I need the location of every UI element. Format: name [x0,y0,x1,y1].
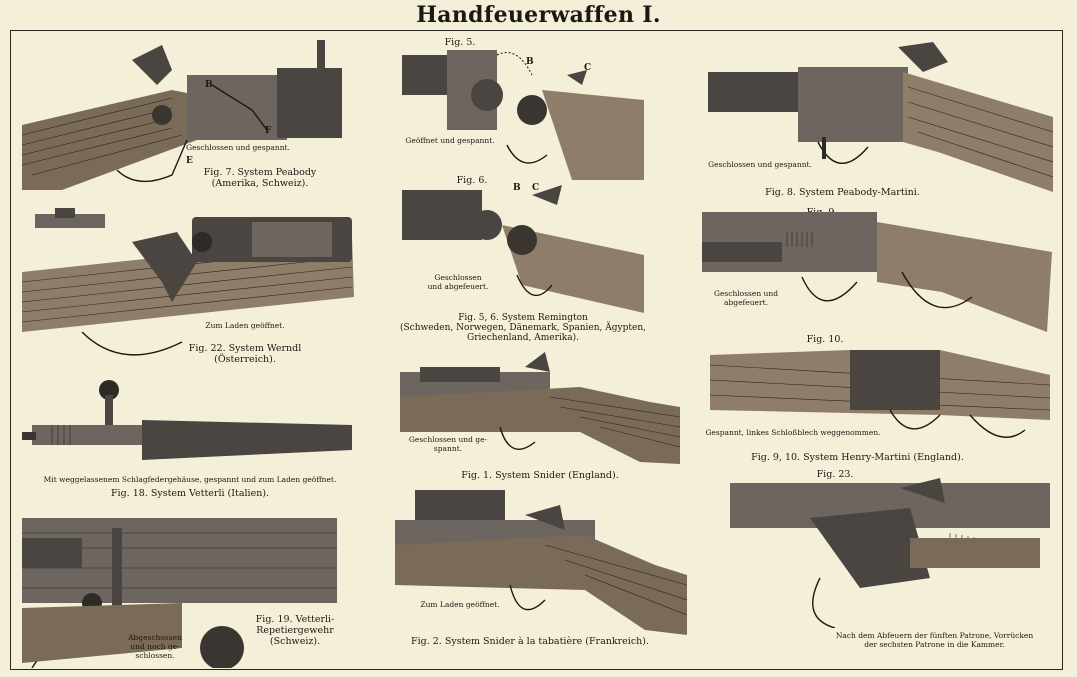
fig56-caption: Fig. 5, 6. System Remington (Schweden, N… [400,313,646,343]
figure-werndl-detail [35,206,107,234]
fig2-caption: Fig. 2. System Snider à la tabatière (Fr… [410,636,650,647]
fig6-label: Fig. 6. [456,175,488,186]
fig18-caption: Fig. 18. System Vetterli (Italien). [110,488,270,499]
figure-snider-tabatiere [395,490,687,635]
plate-frame [10,30,1063,670]
figure-werndl [22,212,354,372]
figure-vetterli [22,380,352,475]
fig7-caption: Fig. 7. System Peabody (Amerika, Schweiz… [203,167,317,189]
fig7-letter-e: E [186,156,193,166]
fig9-inner-caption: Geschlossen und abgefeuert. [713,289,779,307]
fig1-caption: Fig. 1. System Snider (England). [461,470,619,481]
figure-repeater-section [730,478,1050,628]
fig23-label: Fig. 23. [816,469,854,480]
figure-henry-martini-side [710,340,1050,450]
fig7-inner-caption: Geschlossen und gespannt. [186,143,290,152]
fig2-inner-caption: Zum Laden geöffnet. [420,600,500,609]
fig18-inner-caption: Mit weggelassenem Schlagfedergehäuse, ge… [43,475,337,484]
figure-snider [400,352,680,464]
fig7-letter-b: B [205,80,213,90]
fig22-inner-caption: Zum Laden geöffnet. [205,321,285,330]
fig5-letter-b: B [526,57,534,67]
fig1-inner-caption: Geschlossen und ge- spannt. [408,435,488,453]
fig10-label: Fig. 10. [806,334,844,345]
figure-remington-closed [402,185,644,313]
fig10-inner-caption: Gespannt, linkes Schloßblech weggenommen… [705,428,881,437]
fig7-letter-f: F [265,126,272,136]
fig23-inner-caption: Nach dem Abfeuern der fünften Patrone, V… [835,631,1034,649]
fig22-caption: Fig. 22. System Werndl (Österreich). [188,343,302,365]
fig19-inner-caption: Abgeschossen und noch ge- schlossen. [128,633,182,660]
fig19-caption: Fig. 19. Vetterli- Repetiergewehr (Schwe… [255,614,335,647]
figure-vetterli-repetier [22,508,340,668]
figure-peabody-martini [708,42,1053,192]
fig5-inner-caption: Geöffnet und gespannt. [405,136,495,145]
figure-henry-martini-section [702,212,1052,332]
fig5-label: Fig. 5. [444,37,476,48]
fig6-inner-caption: Geschlossen und abgefeuert. [427,273,489,291]
fig6-letter-c: C [532,183,540,193]
fig8-inner-caption: Geschlossen und gespannt. [708,160,812,169]
fig5-letter-c: C [584,63,592,73]
figure-peabody [22,40,342,190]
fig6-letter-b: B [513,183,521,193]
figure-remington-open [402,45,644,180]
plate-title: Handfeuerwaffen I. [416,2,661,28]
fig910-caption: Fig. 9, 10. System Henry-Martini (Englan… [751,452,964,463]
fig8-caption: Fig. 8. System Peabody-Martini. [765,187,920,198]
